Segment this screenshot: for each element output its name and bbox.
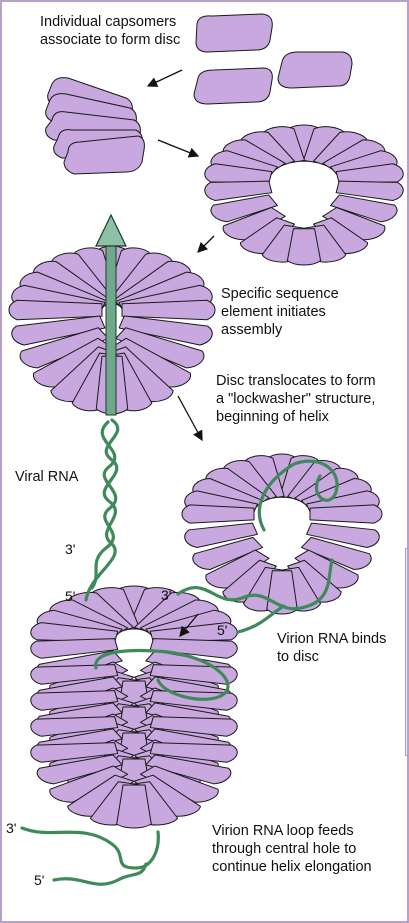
capsomer (193, 67, 273, 105)
individual-capsomers (193, 13, 353, 105)
capsomer (309, 504, 383, 524)
arrow-4 (177, 395, 203, 442)
capsomer (335, 180, 404, 202)
capsomer (118, 315, 213, 346)
capsomer (30, 716, 119, 737)
process-arrows (146, 69, 215, 638)
rna-5prime-end-1: 5' (65, 588, 76, 604)
viral-rna-strand (84, 418, 120, 602)
capsomer (19, 327, 109, 369)
capsomer (30, 622, 119, 643)
capsomer (184, 522, 258, 548)
label-sequence-element: Specific sequence element initiates asse… (221, 286, 339, 338)
capsomer (277, 51, 353, 89)
capsomer (222, 206, 286, 241)
label-virion-rna-binds: Virion RNA binds to disc (277, 631, 387, 665)
partial-side-panel (405, 548, 407, 756)
arrow-2 (157, 139, 200, 158)
capsomer (300, 536, 372, 571)
rna-3prime-end-3: 3' (6, 820, 17, 836)
capsomer (8, 299, 103, 321)
arrow-5 (179, 613, 199, 638)
helix-layer (30, 742, 238, 829)
capsomer (121, 299, 216, 321)
capsomer (149, 716, 238, 737)
arrow-1 (146, 69, 183, 87)
virion-rna-on-disc (176, 459, 339, 634)
capsomer (139, 765, 219, 803)
elongating-helix (30, 585, 238, 829)
capsomer (149, 638, 238, 659)
capsomer (204, 180, 273, 202)
capsomer (286, 228, 322, 266)
capsomer (30, 690, 119, 711)
capsomer (195, 13, 273, 53)
capsomer (322, 206, 386, 241)
capsomer (149, 622, 238, 643)
complete-disc (204, 124, 404, 266)
capsomer (30, 638, 119, 659)
rna-3prime-end-2: 3' (161, 587, 172, 603)
capsomer-stack (45, 77, 145, 175)
capsomer (145, 754, 232, 785)
capsomer (335, 163, 404, 184)
capsomer (149, 690, 238, 711)
capsomer (111, 337, 192, 388)
capsomer (49, 765, 129, 803)
capsomer (11, 315, 106, 346)
rna-3prime-end-1: 3' (65, 541, 76, 557)
capsomer (204, 163, 273, 184)
capsomer (181, 504, 255, 524)
capsomer (116, 784, 152, 829)
capsomer (330, 194, 398, 223)
capsomer (149, 742, 238, 763)
capsomer (294, 549, 359, 589)
capsomer (306, 522, 380, 548)
assembly-direction-arrow (95, 213, 127, 416)
capsomer (36, 754, 123, 785)
capsomer (32, 337, 113, 388)
capsomer (210, 194, 278, 223)
rna-5prime-end-3: 5' (34, 872, 45, 888)
label-viral-rna: Viral RNA (15, 469, 79, 485)
arrow-3 (197, 235, 215, 253)
label-capsomers-associate: Individual capsomers associate to form d… (40, 14, 181, 48)
capsomer (192, 536, 264, 571)
label-disc-translocates: Disc translocates to form a "lockwasher"… (216, 373, 376, 425)
capsomer (115, 327, 205, 369)
capsomer (205, 549, 270, 589)
capsomer (30, 742, 119, 763)
label-rna-loop-feeds: Virion RNA loop feeds through central ho… (212, 823, 372, 875)
rna-5prime-end-2: 5' (217, 622, 228, 638)
lockwasher-disc (181, 453, 383, 615)
virion-rna-loop (20, 648, 230, 886)
